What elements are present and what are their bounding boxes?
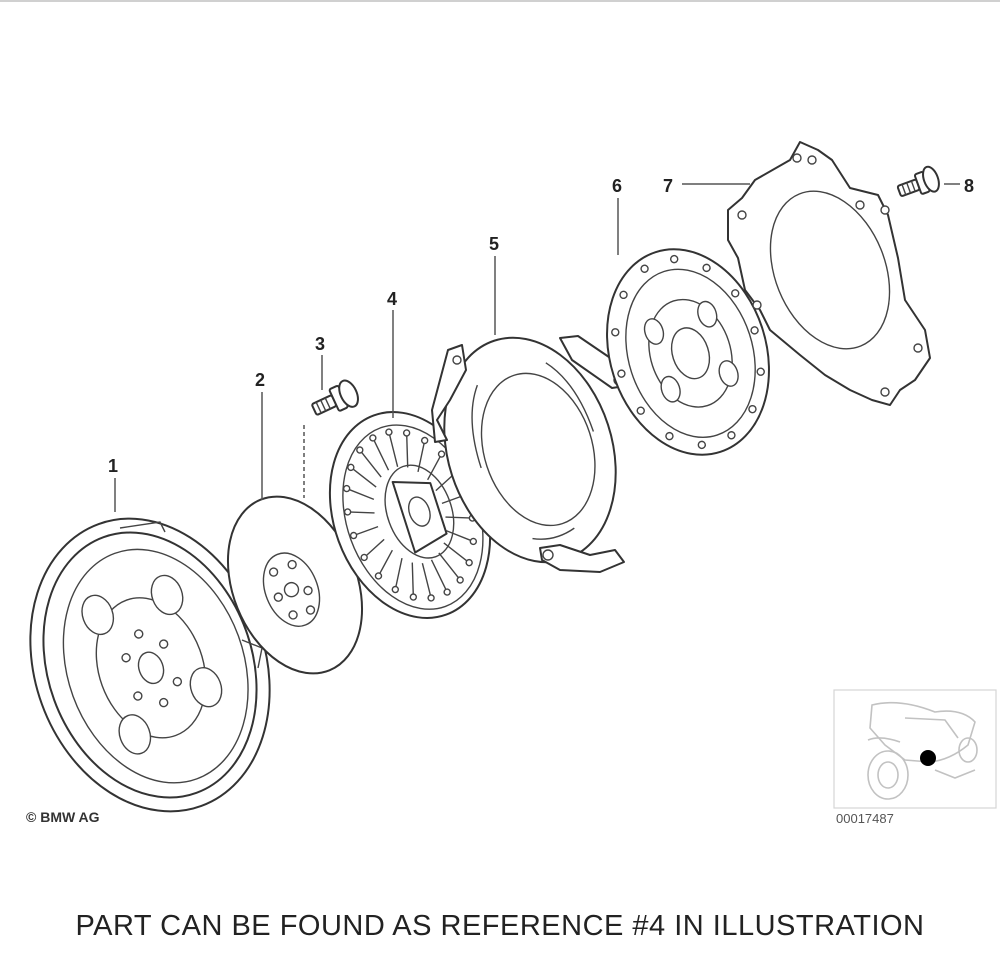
disc-rivet bbox=[374, 572, 383, 580]
cover-plate-hole bbox=[727, 431, 736, 440]
disc-spring-line bbox=[377, 549, 393, 577]
ref-label-4: 4 bbox=[387, 289, 397, 309]
disc-rivet bbox=[369, 434, 377, 442]
disc-rivet bbox=[342, 484, 351, 493]
ref-label-3: 3 bbox=[315, 334, 325, 354]
cover-plate-hole bbox=[731, 289, 740, 298]
disc-spring-line bbox=[427, 453, 443, 481]
disc-rivet bbox=[391, 585, 400, 594]
disc-rivet bbox=[420, 436, 429, 445]
part-3-bolt[interactable] bbox=[308, 378, 362, 423]
ref-label-8: 8 bbox=[964, 176, 974, 196]
disc-rivet bbox=[349, 531, 358, 540]
disc-rivet bbox=[456, 576, 464, 584]
cover-plate-hole bbox=[748, 404, 757, 414]
disc-spring-line bbox=[445, 529, 474, 543]
ref-label-5: 5 bbox=[489, 234, 499, 254]
ref-label-7: 7 bbox=[663, 176, 673, 196]
part-7-housing-flange[interactable] bbox=[727, 141, 931, 406]
disc-spring-line bbox=[363, 538, 385, 558]
disc-spring-line bbox=[372, 437, 390, 471]
part-1-flywheel[interactable] bbox=[0, 485, 309, 846]
cover-plate-hole bbox=[640, 264, 649, 273]
disc-spring-line bbox=[353, 525, 379, 537]
disc-rivet bbox=[469, 537, 478, 546]
disc-rivet bbox=[437, 450, 446, 458]
part-5-pressure-plate[interactable] bbox=[416, 315, 643, 584]
disc-rivet bbox=[402, 429, 411, 437]
leader-lines bbox=[114, 183, 960, 512]
disc-spring-line bbox=[430, 559, 448, 593]
disc-spring-line bbox=[438, 552, 461, 581]
disc-rivet bbox=[343, 508, 352, 516]
ref-label-6: 6 bbox=[612, 176, 622, 196]
disc-spring-line bbox=[388, 431, 399, 468]
disc-rivet bbox=[385, 428, 393, 436]
disc-spring-line bbox=[443, 542, 470, 564]
cover-plate-hole bbox=[697, 440, 707, 450]
cover-plate-hole bbox=[636, 406, 645, 415]
disc-rivet bbox=[465, 558, 473, 567]
cover-plate-hole bbox=[756, 367, 765, 376]
disc-spring-line bbox=[347, 511, 375, 514]
cover-plate-hole bbox=[619, 290, 628, 300]
location-thumbnail bbox=[833, 689, 997, 809]
ref-label-2: 2 bbox=[255, 370, 265, 390]
disc-rivet bbox=[347, 463, 355, 472]
disc-spring-line bbox=[359, 449, 382, 478]
ref-label-1: 1 bbox=[108, 456, 118, 476]
disc-spring-line bbox=[421, 562, 432, 599]
part-2-driver-plate[interactable] bbox=[203, 476, 387, 693]
part-8-bolt[interactable] bbox=[895, 165, 942, 203]
reference-caption: PART CAN BE FOUND AS REFERENCE #4 IN ILL… bbox=[75, 910, 925, 942]
cover-plate-hole bbox=[665, 431, 674, 441]
cover-plate-hole bbox=[669, 254, 679, 264]
disc-rivet bbox=[443, 588, 451, 596]
disc-spring-line bbox=[417, 440, 426, 473]
top-divider bbox=[0, 0, 1000, 2]
disc-spring-line bbox=[394, 557, 403, 590]
disc-rivet bbox=[409, 593, 418, 601]
part-6-cover-plate[interactable] bbox=[581, 228, 794, 476]
cover-plate-hole bbox=[617, 369, 626, 378]
illustration-number: 00017487 bbox=[836, 811, 894, 826]
disc-spring-line bbox=[405, 432, 409, 468]
disc-spring-line bbox=[350, 466, 377, 488]
cover-plate-hole bbox=[750, 326, 759, 335]
disc-rivet bbox=[427, 594, 435, 602]
cover-plate-hole bbox=[702, 263, 711, 273]
copyright-label: © BMW AG bbox=[26, 809, 100, 825]
location-marker bbox=[920, 750, 936, 766]
disc-rivet bbox=[356, 446, 364, 454]
disc-spring-line bbox=[445, 516, 473, 519]
disc-spring-line bbox=[346, 487, 375, 501]
disc-rivet bbox=[360, 553, 368, 562]
disc-spring-line bbox=[411, 562, 415, 598]
cover-plate-hole bbox=[611, 328, 620, 337]
